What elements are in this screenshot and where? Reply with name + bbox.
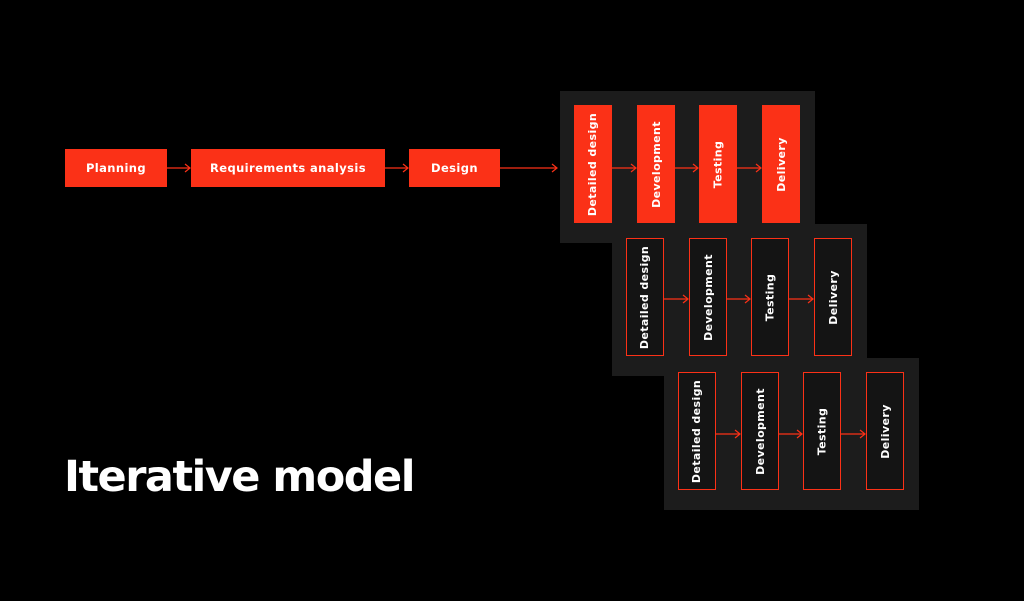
iteration-3-stage-detailed-design-label: Detailed design [690, 379, 704, 483]
iteration-1-stage-testing: Testing [699, 105, 737, 223]
iteration-3-stage-delivery-label: Delivery [878, 403, 892, 459]
iteration-panel-1: Detailed design Development Testing Deli… [560, 91, 815, 243]
iteration-1-stage-detailed-design: Detailed design [574, 105, 612, 223]
stage-design: Design [409, 149, 500, 187]
iteration-3-stage-development-label: Development [753, 387, 767, 475]
iteration-2-stage-delivery-label: Delivery [826, 269, 840, 325]
iteration-1-stage-development: Development [637, 105, 675, 223]
iteration-panel-2: Detailed design Development Testing Deli… [612, 224, 867, 376]
stage-requirements-analysis-label: Requirements analysis [210, 161, 366, 175]
iteration-3-stage-delivery: Delivery [866, 372, 904, 490]
stage-planning-label: Planning [85, 161, 147, 175]
iteration-panel-3: Detailed design Development Testing Deli… [664, 358, 919, 510]
arrow-design-to-iteration [500, 163, 558, 173]
iteration-1-stage-delivery: Delivery [762, 105, 800, 223]
iteration-1-stage-delivery-label: Delivery [774, 136, 788, 192]
iteration-1-stage-development-label: Development [649, 120, 663, 208]
iteration-2-stage-delivery: Delivery [814, 238, 852, 356]
iteration-1-stage-detailed-design-label: Detailed design [586, 112, 600, 216]
iteration-1-stage-testing-label: Testing [711, 140, 725, 188]
stage-planning: Planning [65, 149, 167, 187]
iteration-3-stage-testing-label: Testing [815, 407, 829, 455]
iteration-2-stage-detailed-design-label: Detailed design [638, 245, 652, 349]
iteration-3-stage-detailed-design: Detailed design [678, 372, 716, 490]
iteration-3-stage-development: Development [741, 372, 779, 490]
iteration-2-stage-testing-label: Testing [763, 273, 777, 321]
diagram-title: Iterative model [64, 452, 415, 502]
stage-design-label: Design [431, 161, 478, 175]
iteration-2-stage-detailed-design: Detailed design [626, 238, 664, 356]
iteration-2-stage-testing: Testing [751, 238, 789, 356]
arrow-requirements-to-design [385, 163, 409, 173]
iteration-2-stage-development: Development [689, 238, 727, 356]
iteration-3-stage-testing: Testing [803, 372, 841, 490]
arrow-planning-to-requirements [167, 163, 191, 173]
stage-requirements-analysis: Requirements analysis [191, 149, 385, 187]
iteration-2-stage-development-label: Development [701, 253, 715, 341]
